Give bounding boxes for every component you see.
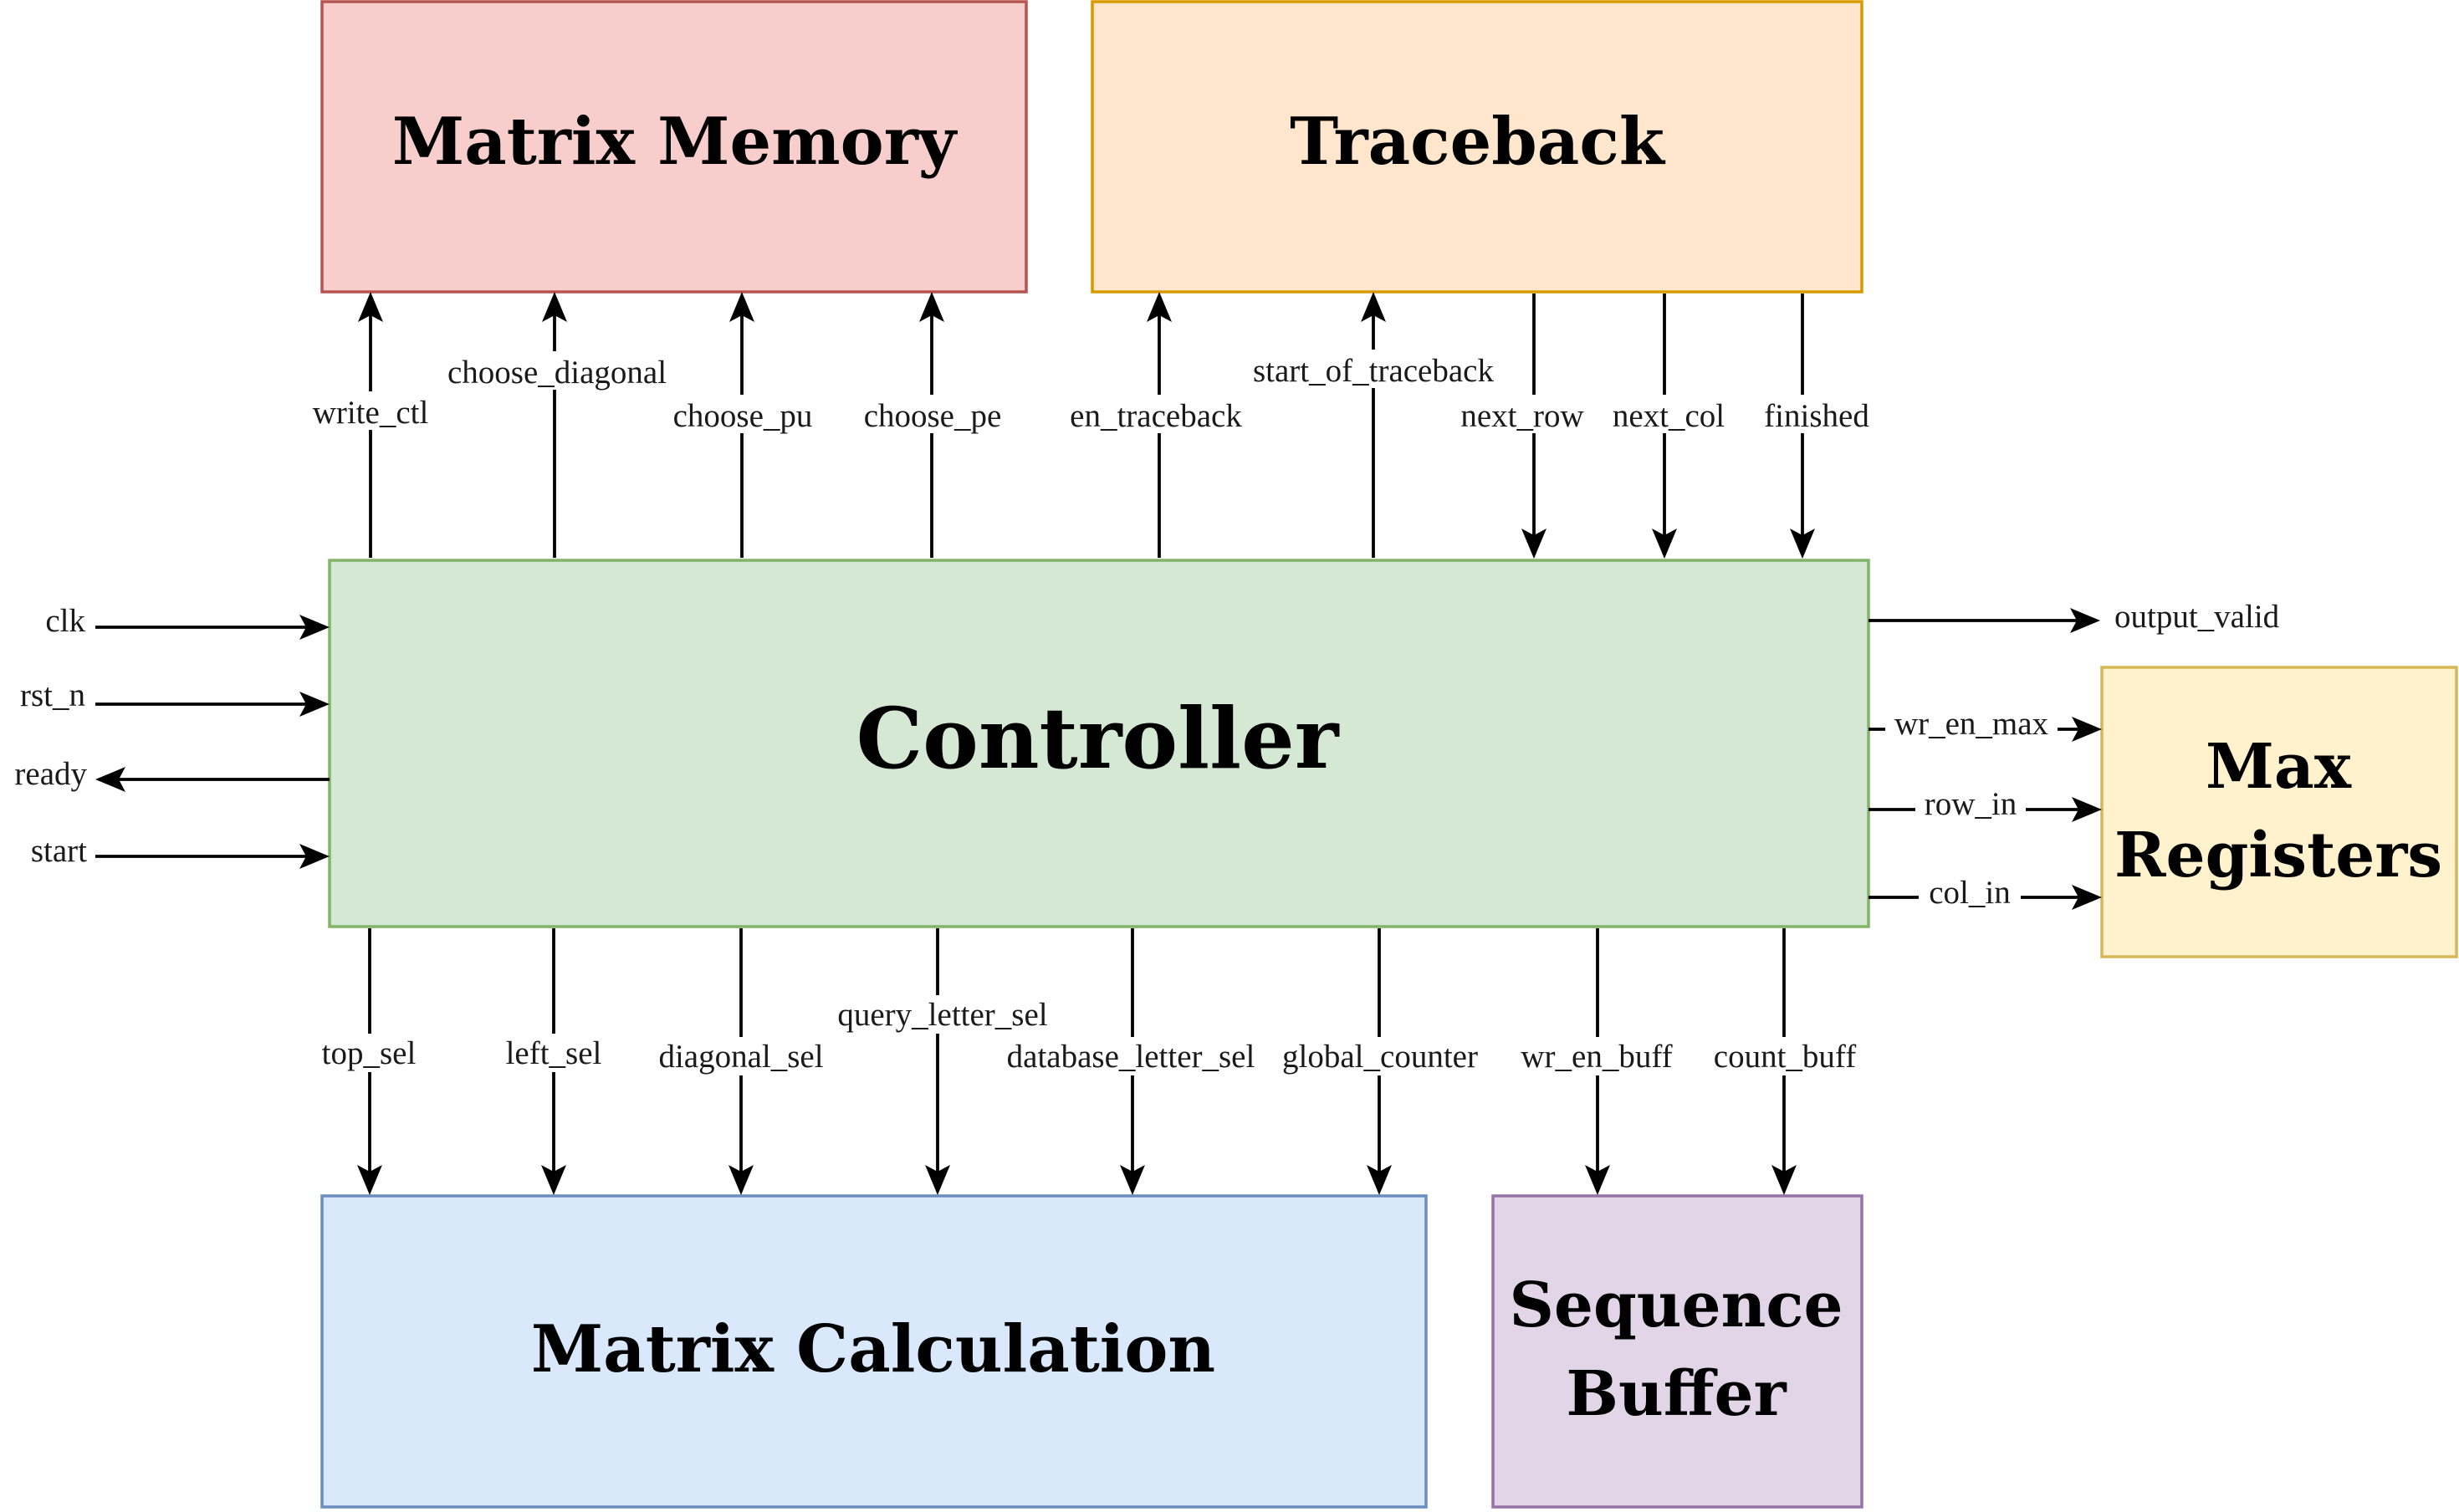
arrow-head-finished (1790, 529, 1815, 559)
block-sequence-buffer: Sequence Buffer (1491, 1194, 1863, 1509)
arrow-head-next-row (1521, 529, 1546, 559)
label-row-in: row_in (1925, 786, 2017, 822)
label-query-letter-sel: query_letter_sel (837, 997, 1047, 1033)
arrow-head-diagonal-sel (728, 1165, 754, 1195)
arrow-head-row-in (2072, 797, 2102, 822)
label-top-sel: top_sel (322, 1035, 417, 1071)
controller-title: Controller (856, 689, 1340, 788)
controller-box (330, 560, 1869, 927)
label-ready: ready (14, 756, 87, 792)
arrow-head-choose-pe (919, 292, 944, 322)
matrix-calculation-title: Matrix Calculation (531, 1311, 1215, 1387)
arrow-head-left-sel (541, 1165, 566, 1195)
label-count-buff: count_buff (1714, 1039, 1856, 1075)
label-global-counter: global_counter (1282, 1039, 1478, 1075)
label-wr-en-buff: wr_en_buff (1521, 1039, 1672, 1075)
signal-labels: write_ctl choose_diagonal choose_pu choo… (14, 350, 2280, 1075)
label-start-of-traceback: start_of_traceback (1253, 353, 1495, 389)
block-controller: Controller (328, 559, 1870, 928)
max-registers-title-line2: Registers (2114, 820, 2442, 891)
arrow-head-wr-en-buff (1585, 1165, 1610, 1195)
block-max-registers: Max Registers (2100, 666, 2458, 958)
sequence-buffer-title-line2: Buffer (1566, 1358, 1787, 1430)
arrow-head-query-letter-sel (925, 1165, 950, 1195)
label-database-letter-sel: database_letter_sel (1007, 1039, 1255, 1075)
arrow-head-ready (95, 767, 125, 792)
label-start: start (31, 833, 87, 869)
arrow-head-output-valid (2070, 608, 2100, 633)
block-matrix-memory: Matrix Memory (320, 0, 1028, 294)
arrow-head-clk (299, 615, 330, 640)
label-output-valid: output_valid (2114, 599, 2280, 635)
arrow-head-database-letter-sel (1120, 1165, 1145, 1195)
label-left-sel: left_sel (506, 1035, 602, 1071)
matrix-calculation-border (320, 1194, 1428, 1509)
arrow-head-write-ctl (358, 292, 383, 322)
controller-border (328, 559, 1870, 928)
label-col-in: col_in (1929, 875, 2010, 911)
arrow-head-next-col (1652, 529, 1677, 559)
arrow-head-global-counter (1367, 1165, 1392, 1195)
max-registers-title-line1: Max (2206, 731, 2352, 803)
sequence-buffer-box (1493, 1196, 1862, 1507)
max-registers-box (2102, 667, 2456, 957)
arrow-head-rst-n (299, 692, 330, 717)
matrix-calculation-box (322, 1196, 1426, 1507)
traceback-title: Traceback (1290, 104, 1666, 180)
arrow-head-wr-en-max (2072, 717, 2102, 742)
matrix-memory-border (320, 0, 1028, 294)
block-matrix-calculation: Matrix Calculation (320, 1194, 1428, 1509)
label-diagonal-sel: diagonal_sel (658, 1039, 823, 1075)
label-clk: clk (45, 603, 85, 639)
sequence-buffer-border (1491, 1194, 1863, 1509)
arrow-head-start-of-traceback (1361, 292, 1386, 322)
max-registers-border (2100, 666, 2458, 958)
matrix-memory-box (322, 2, 1026, 292)
traceback-box (1092, 2, 1862, 292)
label-next-col: next_col (1613, 398, 1725, 434)
label-next-row: next_row (1460, 398, 1583, 434)
arrow-head-choose-pu (729, 292, 754, 322)
block-traceback: Traceback (1091, 0, 1863, 294)
arrow-head-en-traceback (1147, 292, 1172, 322)
label-choose-diagonal: choose_diagonal (447, 355, 667, 391)
arrow-head-choose-diagonal (542, 292, 567, 322)
arrow-head-top-sel (357, 1165, 382, 1195)
arrow-head-count-buff (1771, 1165, 1797, 1195)
label-wr-en-max: wr_en_max (1894, 706, 2049, 742)
label-write-ctl: write_ctl (313, 395, 429, 431)
arrow-head-start (299, 844, 330, 869)
label-en-traceback: en_traceback (1070, 398, 1242, 434)
label-finished: finished (1764, 398, 1869, 434)
label-choose-pe: choose_pe (864, 398, 1002, 434)
matrix-memory-title: Matrix Memory (392, 104, 959, 180)
traceback-border (1091, 0, 1863, 294)
label-choose-pu: choose_pu (673, 398, 813, 434)
arrow-head-col-in (2072, 885, 2102, 910)
label-rst-n: rst_n (20, 677, 85, 713)
sequence-buffer-title-line1: Sequence (1509, 1269, 1843, 1341)
